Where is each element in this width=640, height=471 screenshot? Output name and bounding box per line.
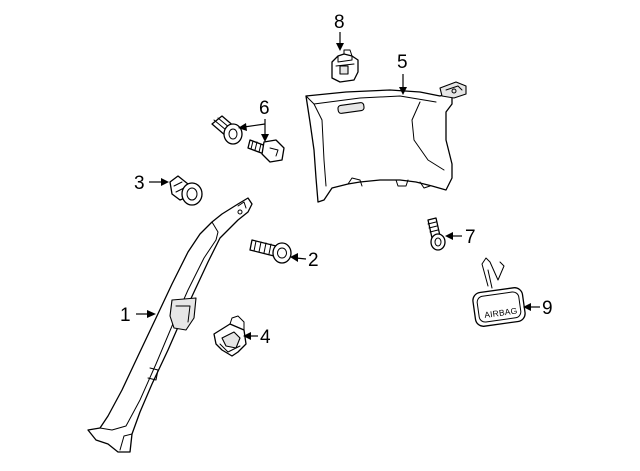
bracket-clip-part-4 (213, 315, 247, 357)
airbag-badge-part-9 (472, 257, 526, 327)
callout-3: 3 (134, 173, 145, 194)
airbag-label: AIRBAG (484, 305, 518, 320)
callout-5: 5 (397, 52, 408, 73)
quarter-trim-panel-part-5 (305, 81, 467, 203)
clip-part-3 (169, 175, 203, 206)
callout-8: 8 (334, 12, 345, 33)
callout-4: 4 (260, 327, 271, 348)
callout-9: 9 (542, 298, 553, 319)
fasteners-part-6 (211, 115, 285, 163)
bolt-part-7 (427, 217, 446, 251)
bolt-part-2 (249, 239, 292, 264)
pillar-trim-part-1 (87, 197, 253, 453)
retaining-clip-part-8 (331, 49, 359, 83)
callout-1: 1 (120, 305, 131, 326)
leader-lines (136, 32, 540, 340)
callout-6: 6 (259, 98, 270, 119)
callout-7: 7 (465, 227, 476, 248)
callout-2: 2 (308, 250, 319, 271)
